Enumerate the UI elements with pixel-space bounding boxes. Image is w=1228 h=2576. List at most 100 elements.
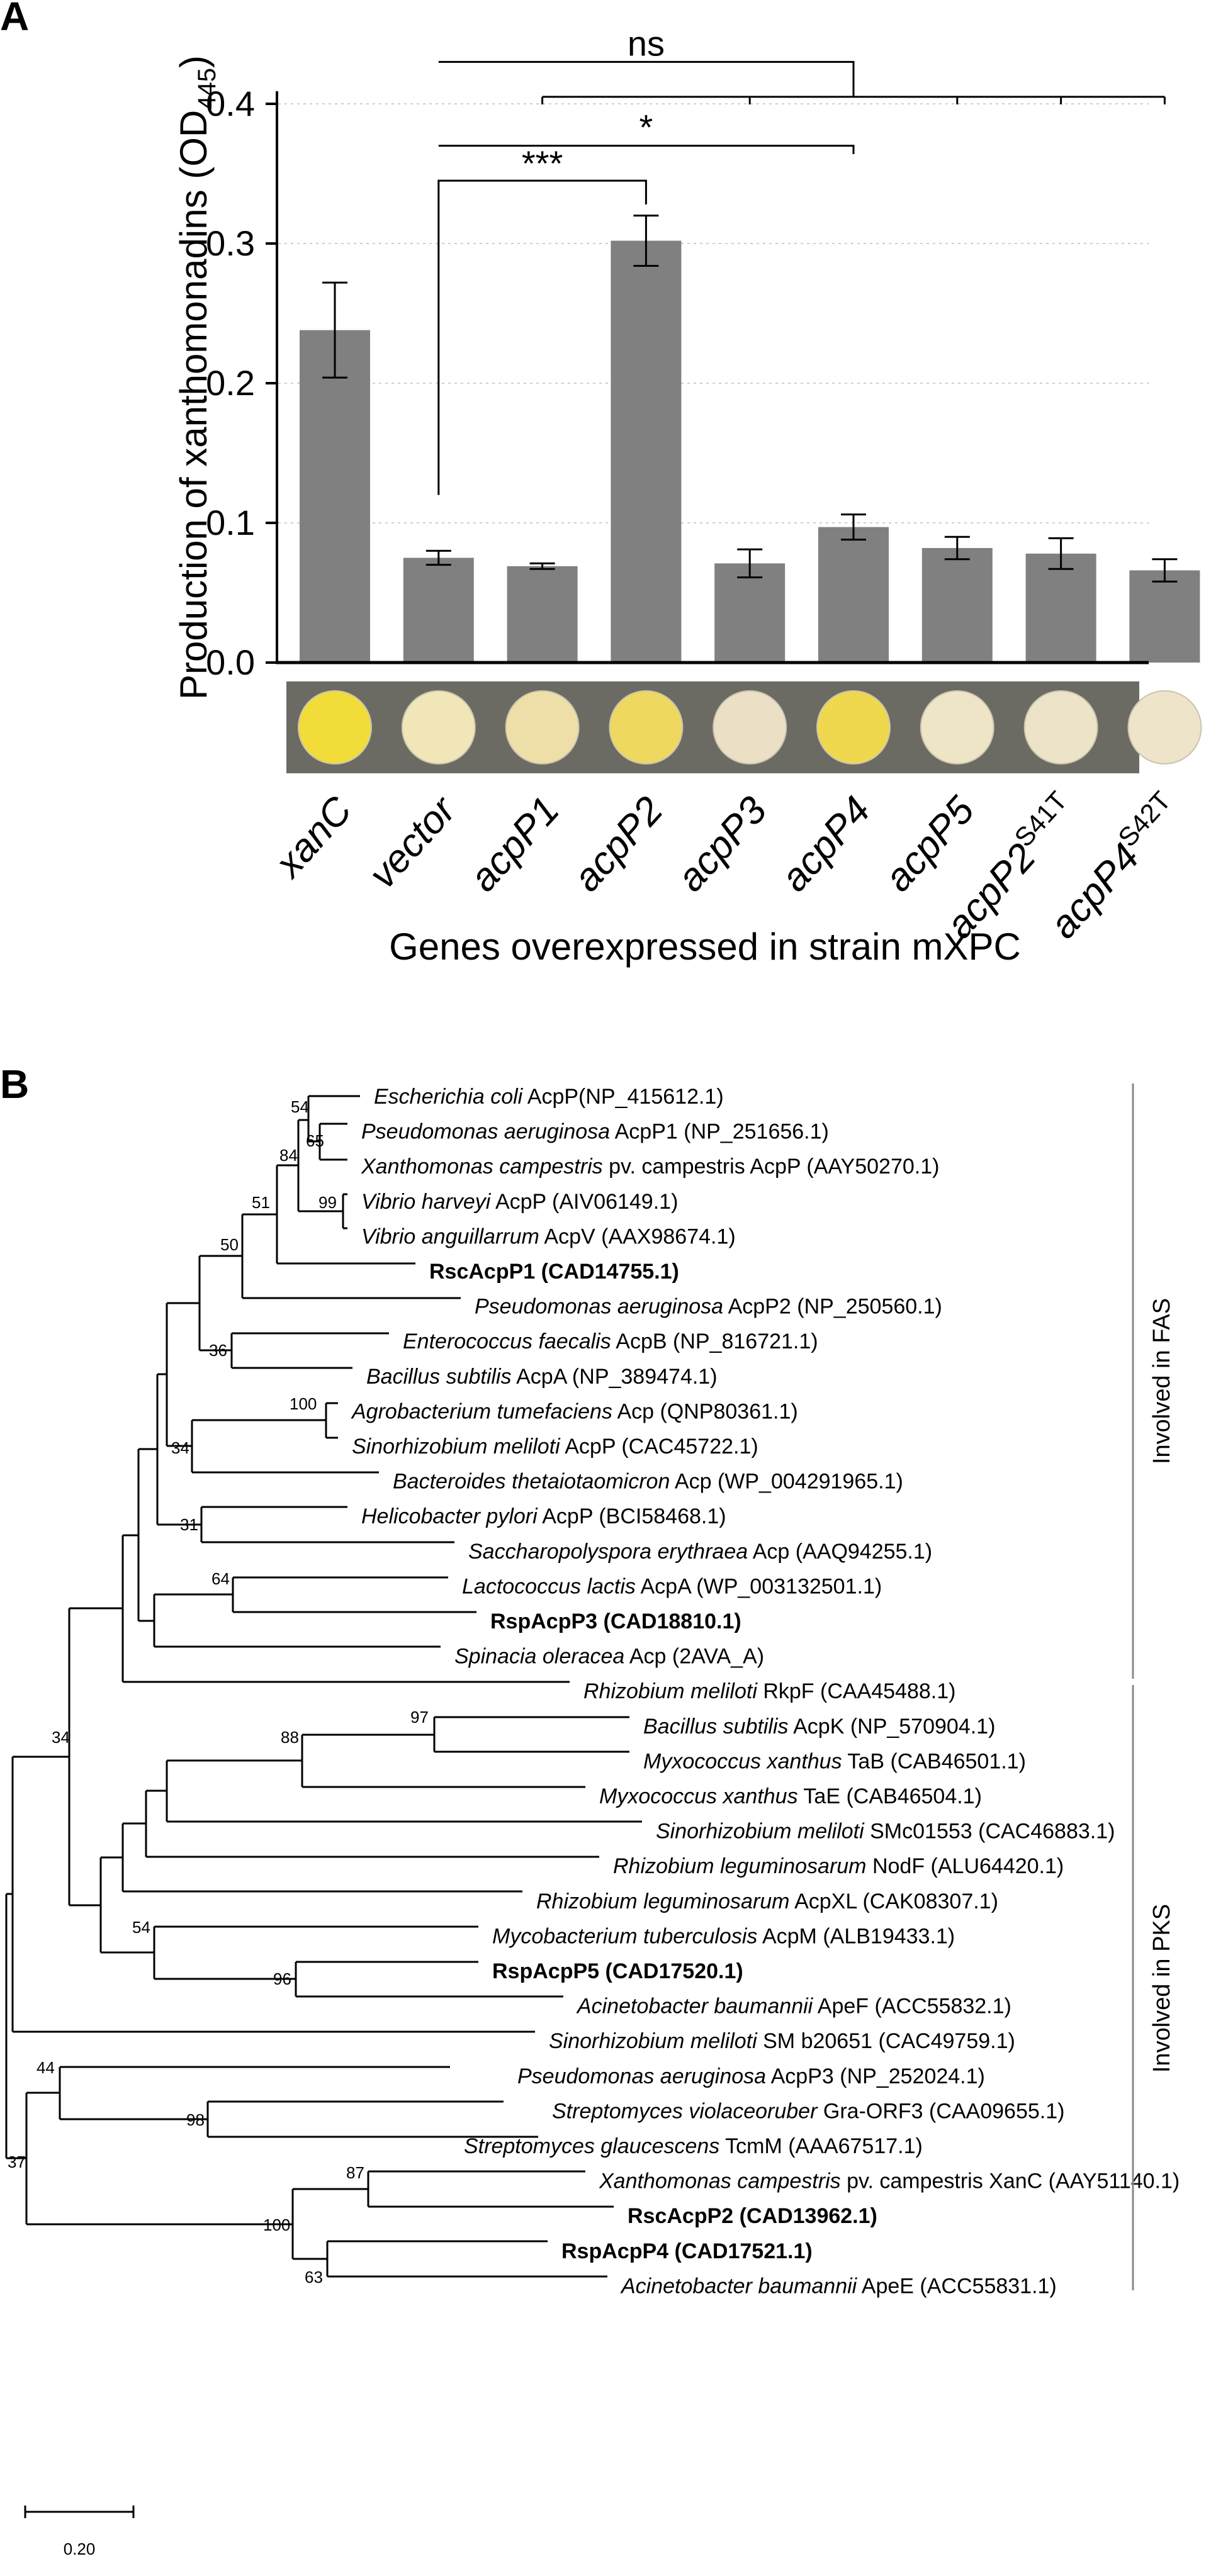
taxon-species: Myxococcus xanthus — [599, 1784, 798, 1808]
bootstrap-value: 37 — [8, 2153, 26, 2171]
x-category-name: acpP5 — [876, 788, 983, 900]
taxon-protein: TaB (CAB46501.1) — [842, 1749, 1026, 1773]
significance-label: ns — [628, 23, 665, 63]
taxon-protein: SM b20651 (CAC49759.1) — [757, 2029, 1015, 2053]
taxon-protein: Acp (QNP80361.1) — [612, 1399, 798, 1423]
colony — [816, 690, 891, 764]
bootstrap-value: 100 — [263, 2215, 290, 2234]
taxon-species: Pseudomonas aeruginosa — [475, 1295, 723, 1319]
x-category-name: acpP1 — [461, 788, 568, 900]
x-category-label: acpP5 — [876, 788, 983, 900]
taxon-label: Enterococcus faecalis AcpB (NP_816721.1) — [403, 1330, 818, 1353]
bar — [403, 557, 474, 663]
taxon-protein: AcpP2 (NP_250560.1) — [723, 1295, 942, 1319]
bootstrap-value: 100 — [290, 1394, 317, 1413]
taxon-species: Agrobacterium tumefaciens — [351, 1399, 612, 1423]
taxon-protein: SMc01553 (CAC46883.1) — [864, 1820, 1115, 1844]
taxon-species: Saccharopolyspora erythraea — [468, 1540, 748, 1564]
bootstrap-value: 36 — [209, 1341, 227, 1360]
taxon-label: Saccharopolyspora erythraea Acp (AAQ9425… — [468, 1540, 932, 1564]
colony — [298, 690, 372, 764]
taxon-label: Helicobacter pylori AcpP (BCI58468.1) — [361, 1504, 726, 1528]
bootstrap-value: 99 — [318, 1193, 337, 1212]
taxon-protein: Acp (WP_004291965.1) — [670, 1470, 903, 1494]
panel-a-letter: A — [0, 0, 29, 39]
x-category-label: vector — [361, 787, 465, 896]
taxon-label: Spinacia oleracea Acp (2AVA_A) — [454, 1645, 764, 1669]
taxon-label: Myxococcus xanthus TaB (CAB46501.1) — [643, 1749, 1026, 1773]
colony — [920, 690, 994, 764]
significance-label: * — [639, 108, 653, 147]
taxon-species: Rhizobium leguminosarum — [536, 1890, 790, 1913]
taxon-protein: RkpF (CAA45488.1) — [757, 1679, 956, 1703]
taxon-protein: RscAcpP1 (CAD14755.1) — [429, 1260, 679, 1284]
taxon-protein: NodF (ALU64420.1) — [867, 1854, 1064, 1878]
taxon-label: Bacillus subtilis AcpA (NP_389474.1) — [366, 1365, 718, 1389]
taxon-species: Sinorhizobium meliloti — [656, 1820, 865, 1844]
error-bars — [322, 215, 1178, 583]
taxon-protein: AcpP3 (NP_252024.1) — [766, 2064, 985, 2088]
significance-bracket — [438, 60, 855, 97]
taxon-protein: AcpP (AIV06149.1) — [490, 1190, 678, 1214]
taxon-protein: TaE (CAB46504.1) — [798, 1784, 982, 1808]
significance-bracket — [437, 179, 647, 495]
taxon-species: Bacteroides thetaiotaomicron — [393, 1470, 670, 1494]
taxon-species: Streptomyces glaucescens — [464, 2134, 719, 2158]
x-category-label: xanC — [266, 788, 361, 887]
taxon-label: Xanthomonas campestris pv. campestris Xa… — [599, 2170, 1180, 2193]
taxon-label: Pseudomonas aeruginosa AcpP2 (NP_250560.… — [475, 1295, 942, 1319]
bar — [507, 566, 578, 663]
colony — [401, 690, 476, 764]
taxon-protein: AcpM (ALB19433.1) — [757, 1924, 955, 1948]
taxon-species: Sinorhizobium meliloti — [352, 1435, 561, 1459]
scale-bar-label: 0.20 — [64, 2540, 96, 2558]
y-tick-label: 0.4 — [206, 84, 255, 123]
bootstrap-value: 88 — [281, 1728, 299, 1747]
taxon-species: Myxococcus xanthus — [643, 1749, 842, 1773]
taxon-label: RscAcpP1 (CAD14755.1) — [429, 1260, 679, 1284]
colonies — [298, 690, 1202, 764]
colony — [609, 690, 684, 764]
taxon-label: Vibrio harveyi AcpP (AIV06149.1) — [361, 1190, 678, 1214]
x-category-name: vector — [361, 787, 465, 896]
bootstrap-value: 34 — [52, 1728, 70, 1747]
taxon-label: Streptomyces violaceoruber Gra-ORF3 (CAA… — [552, 2099, 1064, 2123]
taxon-protein: Acp (2AVA_A) — [624, 1645, 764, 1669]
taxon-label: RspAcpP3 (CAD18810.1) — [490, 1610, 741, 1633]
y-ticks: 0.00.10.20.30.4 — [206, 84, 277, 682]
y-axis-title-main: Production of xanthomonadins (OD — [172, 110, 215, 700]
bootstrap-value: 54 — [132, 1918, 150, 1937]
taxon-label: RspAcpP5 (CAD17520.1) — [492, 1959, 743, 1983]
taxon-label: Escherichia coli AcpP(NP_415612.1) — [374, 1085, 724, 1109]
taxon-label: Agrobacterium tumefaciens Acp (QNP80361.… — [351, 1399, 798, 1423]
taxon-protein: AcpP (BCI58468.1) — [538, 1504, 726, 1528]
taxon-species: Xanthomonas campestris — [599, 2170, 841, 2193]
taxon-label: RscAcpP2 (CAD13962.1) — [628, 2204, 877, 2228]
gridlines — [278, 103, 1149, 524]
significance-bracket — [438, 145, 855, 154]
taxon-label: Sinorhizobium meliloti SM b20651 (CAC497… — [549, 2029, 1015, 2053]
bar — [921, 547, 993, 663]
pks-group-label: Involved in PKS — [1149, 1904, 1175, 2073]
taxon-species: Enterococcus faecalis — [403, 1330, 611, 1353]
phylogenetic-tree — [5, 1095, 642, 2278]
bootstrap-value: 64 — [211, 1569, 230, 1588]
bootstrap-value: 54 — [291, 1097, 309, 1116]
taxon-protein: Gra-ORF3 (CAA09655.1) — [817, 2099, 1064, 2123]
taxon-label: Lactococcus lactis AcpA (WP_003132501.1) — [462, 1574, 882, 1598]
taxon-label: Pseudomonas aeruginosa AcpP1 (NP_251656.… — [361, 1120, 829, 1144]
taxon-label: Pseudomonas aeruginosa AcpP3 (NP_252024.… — [517, 2064, 985, 2088]
taxon-protein: RscAcpP2 (CAD13962.1) — [628, 2204, 877, 2228]
taxon-species: Acinetobacter baumannii — [576, 1995, 814, 2019]
y-axis-title: Production of xanthomonadins (OD445) — [172, 55, 221, 700]
taxon-protein: pv. campestris AcpP (AAY50270.1) — [603, 1155, 940, 1179]
significance-label: *** — [522, 143, 563, 183]
bar — [1129, 570, 1200, 663]
bootstrap-value: 44 — [37, 2058, 55, 2077]
taxon-label: Mycobacterium tuberculosis AcpM (ALB1943… — [492, 1924, 955, 1948]
taxon-species: Helicobacter pylori — [361, 1504, 538, 1528]
x-category-label: acpP3 — [669, 788, 775, 900]
taxon-label: Rhizobium meliloti RkpF (CAA45488.1) — [583, 1679, 955, 1703]
